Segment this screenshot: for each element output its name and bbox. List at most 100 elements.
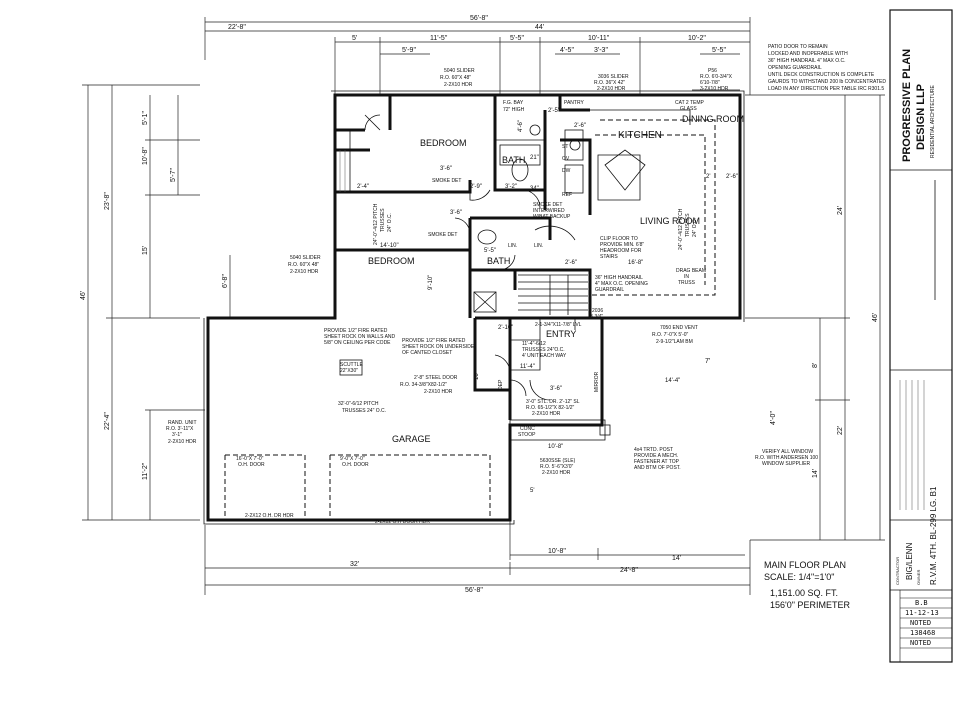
dim-int-20: 10': [474, 372, 480, 380]
dim-int-12: 2'-4": [357, 184, 369, 190]
note-fg-bay-high: 72" HIGH: [503, 107, 525, 113]
door-swing-1: [364, 114, 381, 131]
left-dimension-lines: 46' 23'-8" 22'-4" 5'-1" 10'-8" 5'-7" 15'…: [80, 84, 231, 521]
stoop-outline: [509, 419, 606, 441]
right-dimension-lines: 46' 24' 22' 8' 14' 4'-0" 7': [705, 94, 885, 541]
note-stairs-1: CLIP FLOOR TO: [600, 236, 638, 242]
note-drag-1: DRAG BEAM: [676, 268, 706, 274]
note-cat2: CAT 2 TEMP: [675, 100, 705, 106]
note-rr-2: R.O. 3'-11"X: [166, 426, 194, 432]
note-slider-2-ro: R.O. 60"X 48": [288, 262, 319, 268]
note-slider-3-hdr: 2-2X10 HDR: [597, 86, 626, 92]
note-patio-6: GAURDS TO WITHSTAND 200 lb CONCENTRATED: [768, 79, 886, 85]
plan-perimeter: 156'0" PERIMETER: [770, 600, 850, 610]
dim-bottom-right: 24'-8": [620, 567, 638, 574]
bottom-dimension-lines: 10'-8" 14' 32' 24'-8" 56'-8": [204, 520, 751, 595]
note-steel-door-1: 2'-8" STEEL DOOR: [414, 375, 458, 381]
note-vent-1: 7050 END VENT: [660, 325, 698, 331]
note-lin-2: LIN.: [534, 243, 543, 249]
note-vent-2: R.O. 7'-0"X 5'-0": [652, 332, 689, 338]
bath-fixtures: [473, 124, 541, 313]
note-slider-1: 5040 SLIDER: [444, 68, 475, 74]
dim-int-5: 10'-8": [548, 444, 563, 450]
note-entry-1: 11'-4"-6/12: [522, 341, 546, 347]
dim-bottom-left: 32': [350, 561, 359, 568]
note-smoke-5: W/BAT BACKUP: [533, 214, 571, 220]
note-verify-2: R.O. WITH ANDERSEN 100: [755, 455, 818, 461]
note-fg-bay: F.G. BAY: [503, 100, 524, 106]
top-dimension-lines: 56'-8" 22'-8" 44' 5' 11'-5" 5'-5" 10'-11…: [204, 15, 751, 95]
note-fire-6: OF CANTED CLOSET: [402, 350, 452, 356]
dim-left-6: 11'-2": [142, 462, 149, 480]
note-ro-2036: 2036: [592, 308, 603, 314]
note-garage-truss-2: TRUSSES 24" O.C.: [342, 408, 386, 414]
post-icon: [599, 424, 611, 436]
note-handrail-3: GUARDRAIL: [595, 287, 624, 293]
note-patio-5: UNTIL DECK CONSTRUCTION IS COMPLETE: [768, 72, 875, 78]
note-conc: CONC: [520, 426, 535, 432]
note-pitch-1: 24"-0"-4/12 PITCH: [373, 203, 379, 245]
company-address: RESIDENTIAL ARCHITECTURE: [930, 84, 936, 158]
note-fire-4: PROVIDE 1/2" FIRE RATED: [402, 338, 466, 344]
dim-int-21: 11'-4": [520, 364, 535, 370]
dim-left-lower: 22'-4": [104, 412, 111, 430]
note-pitch-1b: TRUSSES: [380, 208, 386, 232]
sheet-value: B.B: [915, 599, 928, 607]
fridge-icon: [564, 129, 584, 161]
garage-doors: [224, 359, 491, 520]
note-smoke-2: SMOKE DET: [428, 232, 457, 238]
note-dw: DW: [562, 168, 571, 174]
note-slider-1-ro: R.O. 60"X 48": [440, 75, 471, 81]
dim-top-1: 5': [352, 35, 357, 42]
note-slab-1: 5630SSE (SLE): [540, 458, 576, 464]
dim-right-total: 46': [872, 313, 879, 322]
dim-int-2: 9'-10": [428, 275, 434, 290]
sink-icon: [569, 139, 581, 151]
toilet-2-icon: [477, 229, 497, 245]
note-gd-4: O.H. DOOR: [342, 462, 369, 468]
dim-top-right: 44': [535, 24, 544, 31]
note-slider-3: 3036 SLIDER: [598, 74, 629, 80]
noted-2-value: NOTED: [910, 639, 931, 647]
title-block: PROGRESSIVE PLAN DESIGN LLP RESIDENTIAL …: [889, 9, 953, 663]
date-value: 11-12-13: [905, 609, 939, 617]
note-ov: OV: [562, 156, 570, 162]
room-bath-1: BATH: [502, 155, 525, 165]
entry-stoop: [509, 419, 611, 441]
dim-right-upper: 24': [837, 206, 844, 215]
contractor-value: BIG/LENN: [905, 542, 914, 580]
note-handrail-2: 4" MAX O.C. OPENING: [595, 281, 648, 287]
annotation-notes: 5040 SLIDER R.O. 60"X 48" 2-2X10 HDR 303…: [166, 44, 886, 525]
door-swing-8: [509, 379, 527, 397]
note-pitch-2: 24"-0"-4/12 PITCH: [678, 208, 684, 250]
dim-int-7: 2': [706, 174, 710, 180]
dim-left-3: 5'-7": [170, 168, 177, 182]
dim-top-3: 5'-5": [510, 35, 524, 42]
dim-top-total: 56'-8": [470, 15, 488, 22]
note-lin-1: LIN.: [508, 243, 517, 249]
dim-left-upper: 23'-8": [104, 192, 111, 210]
note-entry-3: 4' UNIT EACH WAY: [522, 353, 567, 359]
note-slider-1-hdr: 2-2X10 HDR: [444, 82, 473, 88]
note-gd-hdr-1: 2-2X12 O.H. DR HDR: [245, 513, 294, 519]
note-smoke-1: SMOKE DET: [432, 178, 461, 184]
dim-int-8: 2'-6": [726, 174, 738, 180]
note-fire-5: SHEET ROCK ON UNDERSIDE: [402, 344, 475, 350]
note-p56-ro2: 6'10-7/8": [700, 80, 720, 86]
door-swings: [364, 114, 551, 401]
dim-int-10: 5'-5": [484, 248, 496, 254]
note-fire-1: PROVIDE 1/2" FIRE RATED: [324, 328, 388, 334]
plan-area: 1,151.00 SQ. FT.: [770, 588, 838, 598]
dim-bottom-2: 14': [672, 555, 681, 562]
note-stairs-4: STAIRS: [600, 254, 618, 260]
dim-top-9: 5'-5": [712, 47, 726, 54]
door-swing-7: [494, 354, 511, 373]
note-garage-truss-1: 32'-0"-6/12 PITCH: [338, 401, 379, 407]
dim-int-11: 3'-6": [440, 166, 452, 172]
note-ref: REF: [562, 192, 572, 198]
note-gd-1: 16'-0"X 7'-0": [236, 456, 264, 462]
room-bedroom-2: BEDROOM: [368, 256, 415, 266]
note-st: ST: [562, 144, 568, 150]
